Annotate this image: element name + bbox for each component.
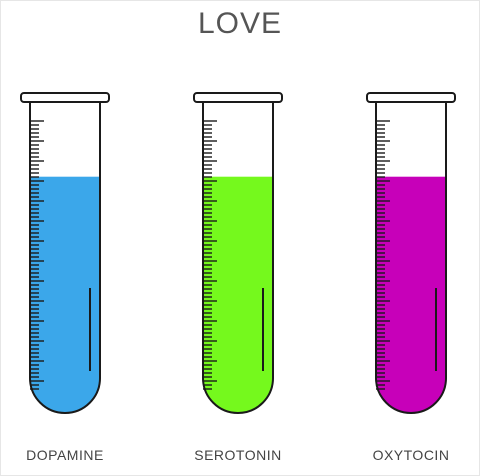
tube-label-dopamine: DOPAMINE xyxy=(26,447,104,463)
graduation-marks xyxy=(203,120,217,390)
test-tube-dopamine xyxy=(20,92,110,414)
test-tube-serotonin xyxy=(193,92,283,414)
tube-rim xyxy=(20,92,110,103)
test-tube-oxytocin xyxy=(366,92,456,414)
liquid-fill xyxy=(376,176,446,413)
tube-rim xyxy=(366,92,456,103)
liquid-fill xyxy=(203,176,273,413)
graduation-marks xyxy=(30,120,44,390)
tube-label-oxytocin: OXYTOCIN xyxy=(372,447,450,463)
graduation-marks xyxy=(376,120,390,390)
tube-rim xyxy=(193,92,283,103)
page-title: LOVE xyxy=(197,7,283,40)
tube-label-serotonin: SEROTONIN xyxy=(194,447,282,463)
liquid-fill xyxy=(30,176,100,413)
